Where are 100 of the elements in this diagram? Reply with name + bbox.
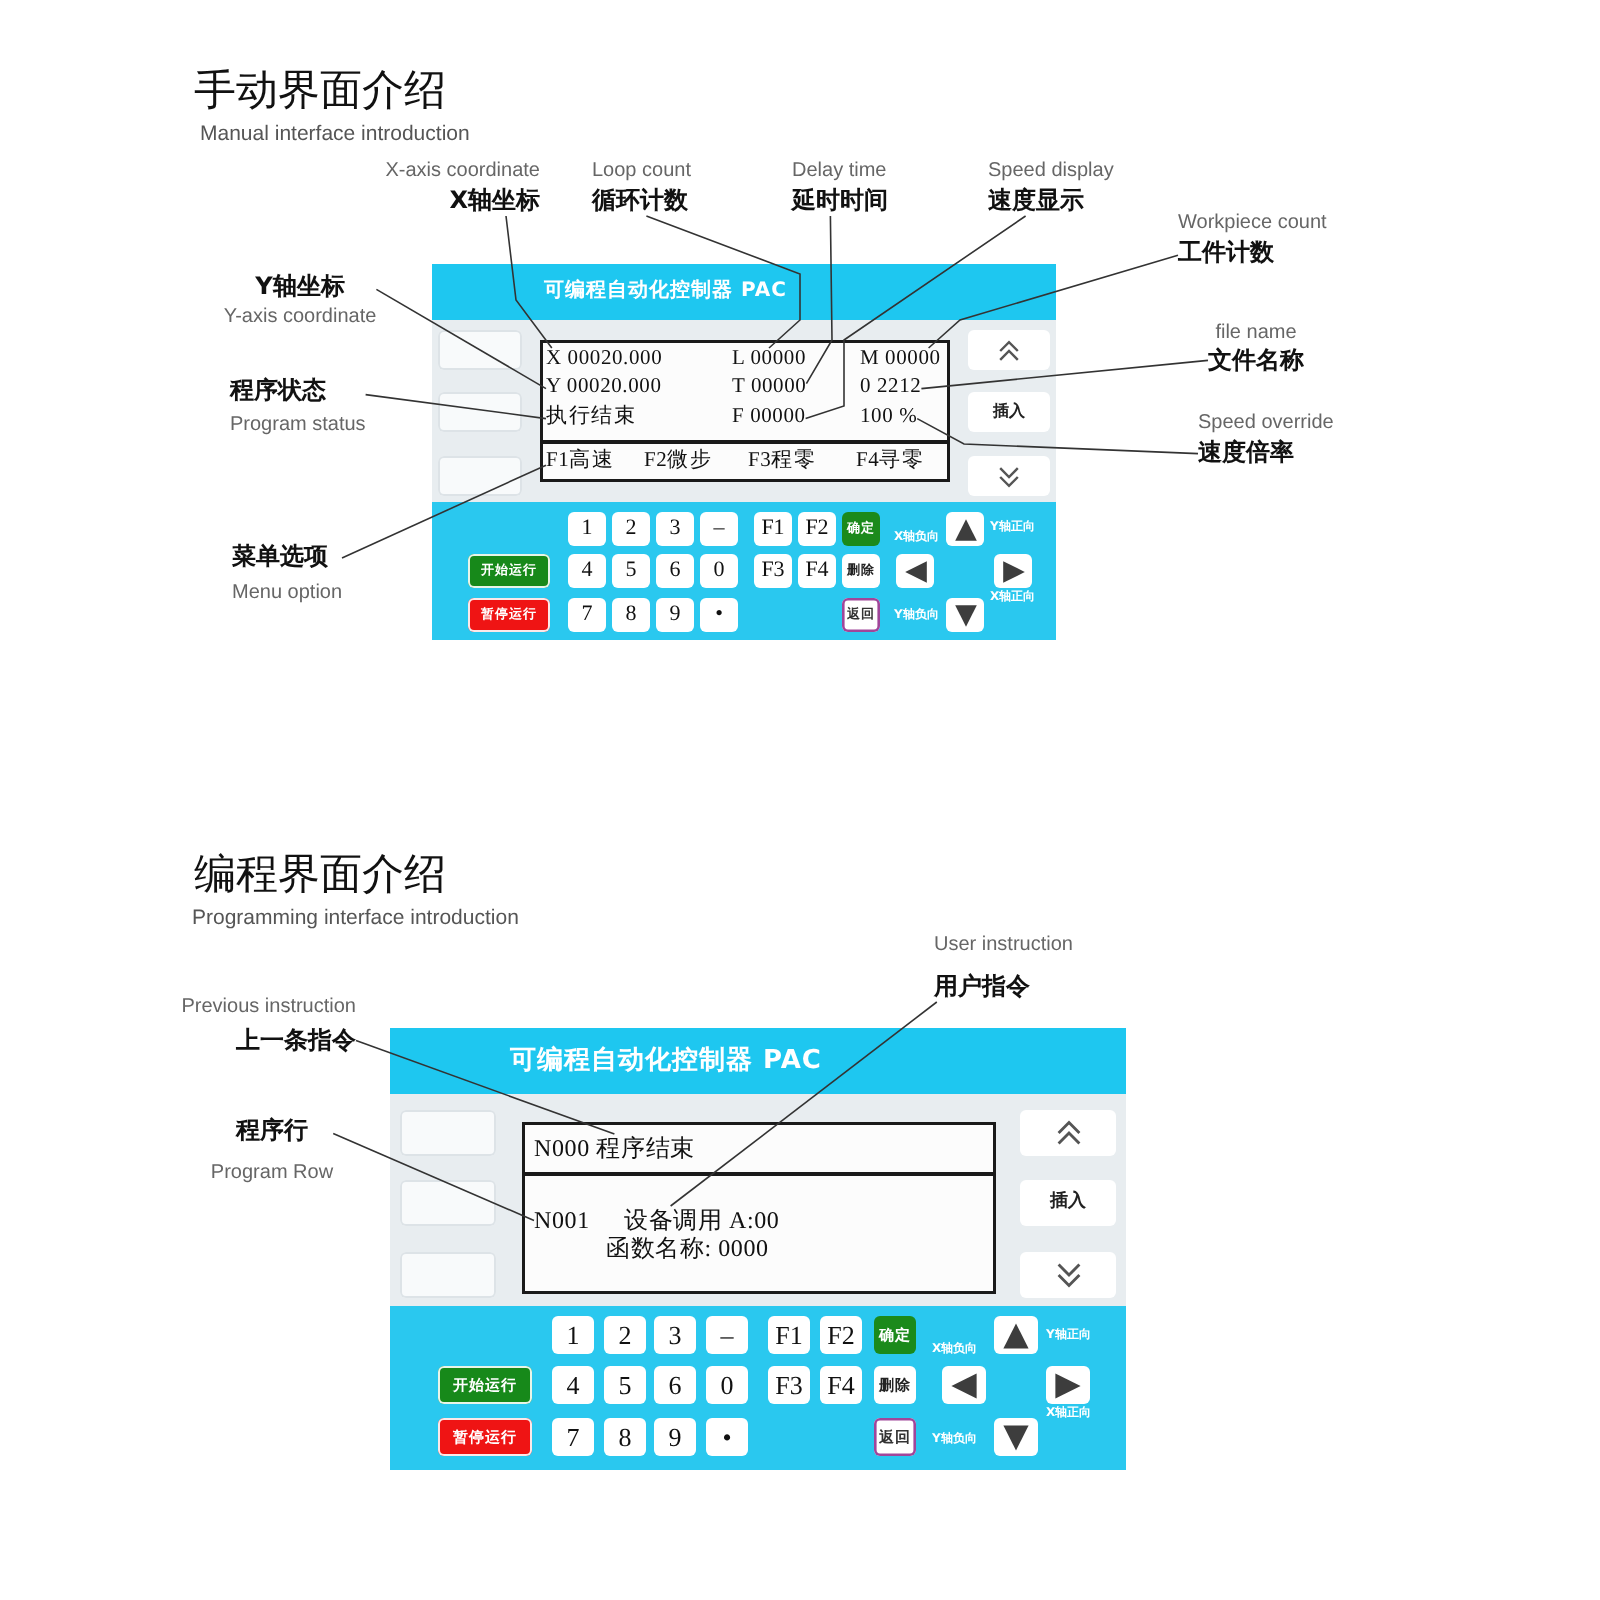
screen-text: 设备调用 A:00 <box>624 1206 780 1235</box>
callout-caption: User instruction <box>934 932 1073 958</box>
panel-title: 可编程自动化控制器 PAC <box>544 279 787 305</box>
keypad-key: 4 <box>552 1366 594 1404</box>
leader-line <box>364 393 547 420</box>
callout-caption: Y-axis coordinate <box>223 304 377 330</box>
keypad-key: • <box>706 1418 748 1456</box>
callout-label: X轴坐标 <box>449 186 540 216</box>
chevron-key <box>1020 1252 1116 1298</box>
callout-label: 程序行 <box>236 1116 308 1146</box>
screen-text: 0 2212 <box>860 376 922 402</box>
leader-line <box>805 215 833 385</box>
keypad-key: 6 <box>656 554 694 588</box>
keypad-key: 2 <box>612 512 650 546</box>
keypad-key: 1 <box>568 512 606 546</box>
keypad-key: 9 <box>654 1418 696 1456</box>
screen-text: F2微步 <box>644 450 713 476</box>
screen-text: 100 % <box>860 406 918 432</box>
function-key: F3 <box>754 554 792 588</box>
leader-line <box>341 464 547 559</box>
callout-label: 上一条指令 <box>236 1026 356 1056</box>
chevron-key <box>968 456 1050 496</box>
leader-line <box>332 1132 535 1222</box>
callout-caption: Program status <box>230 412 366 438</box>
callout-caption: Delay time <box>792 158 887 184</box>
section-title: 手动界面介绍 <box>194 66 446 117</box>
arrow-key <box>946 598 984 632</box>
screen-text: 函数名称: 0000 <box>606 1234 769 1263</box>
arrow-key <box>942 1366 986 1404</box>
callout-caption: Loop count <box>592 158 691 184</box>
screen-text: N000 程序结束 <box>534 1134 695 1163</box>
section-subtitle: Programming interface introduction <box>192 906 519 932</box>
arrow-key <box>994 554 1032 588</box>
leader-line <box>804 215 1027 420</box>
callout-label: 循环计数 <box>592 186 688 216</box>
keypad-key: 7 <box>552 1418 594 1456</box>
arrow-key <box>896 554 934 588</box>
panel-title: 可编程自动化控制器 PAC <box>510 1044 822 1078</box>
leader-line <box>669 1001 938 1207</box>
keypad-key: 1 <box>552 1316 594 1354</box>
screen-text: L 00000 <box>732 348 806 374</box>
screen-text: F4寻零 <box>856 450 925 476</box>
leader-line <box>645 215 801 349</box>
function-key: F1 <box>768 1316 810 1354</box>
leader-line <box>916 417 1199 455</box>
function-key: F4 <box>820 1366 862 1404</box>
keypad-key: 3 <box>654 1316 696 1354</box>
arrow-key <box>994 1418 1038 1456</box>
lcd-screen <box>540 340 950 482</box>
function-key: F1 <box>754 512 792 546</box>
function-key: F2 <box>820 1316 862 1354</box>
blank-key <box>438 392 522 432</box>
callout-caption: Workpiece count <box>1178 210 1327 236</box>
leader-line <box>375 288 547 390</box>
screen-text: F 00000 <box>732 406 806 432</box>
screen-text: F3程零 <box>748 450 817 476</box>
screen-text: T 00000 <box>732 376 807 402</box>
callout-label: 延时时间 <box>792 186 888 216</box>
callout-caption: Speed override <box>1198 410 1334 436</box>
leader-line <box>920 359 1209 390</box>
callout-label: 速度倍率 <box>1198 438 1294 468</box>
screen-text: N001 <box>534 1206 590 1235</box>
screen-text: F1高速 <box>546 450 615 476</box>
arrow-key <box>946 512 984 546</box>
blank-key <box>400 1252 496 1298</box>
function-key: F2 <box>798 512 836 546</box>
callout-label: 菜单选项 <box>232 542 328 572</box>
callout-label: 工件计数 <box>1178 238 1274 268</box>
insert-key: 插入 <box>1020 1180 1116 1226</box>
callout-label: 用户指令 <box>934 972 1030 1002</box>
blank-key <box>400 1110 496 1156</box>
keypad-key: 0 <box>700 554 738 588</box>
arrow-key <box>1046 1366 1090 1404</box>
keypad-key: 8 <box>604 1418 646 1456</box>
callout-caption: X-axis coordinate <box>385 158 540 184</box>
keypad-key: 6 <box>654 1366 696 1404</box>
insert-key: 插入 <box>968 392 1050 432</box>
keypad-key: 5 <box>612 554 650 588</box>
callout-caption: Speed display <box>988 158 1114 184</box>
chevron-key <box>968 330 1050 370</box>
leader-line <box>927 254 1179 349</box>
screen-text: M 00000 <box>860 348 941 374</box>
function-key: F3 <box>768 1366 810 1404</box>
controller-panel <box>432 264 1056 640</box>
leader-line <box>355 1039 616 1135</box>
keypad-key: 7 <box>568 598 606 632</box>
callout-label: 程序状态 <box>230 376 326 406</box>
blank-key <box>400 1180 496 1226</box>
callout-label: Y轴坐标 <box>255 272 345 302</box>
leader-line <box>505 215 553 349</box>
keypad-key: – <box>700 512 738 546</box>
callout-caption: file name <box>1215 320 1297 346</box>
keypad-key: 9 <box>656 598 694 632</box>
keypad-key: 4 <box>568 554 606 588</box>
function-key: F4 <box>798 554 836 588</box>
section-subtitle: Manual interface introduction <box>200 122 470 148</box>
chevron-key <box>1020 1110 1116 1156</box>
keypad-key: – <box>706 1316 748 1354</box>
blank-key <box>438 456 522 496</box>
keypad-key: 2 <box>604 1316 646 1354</box>
